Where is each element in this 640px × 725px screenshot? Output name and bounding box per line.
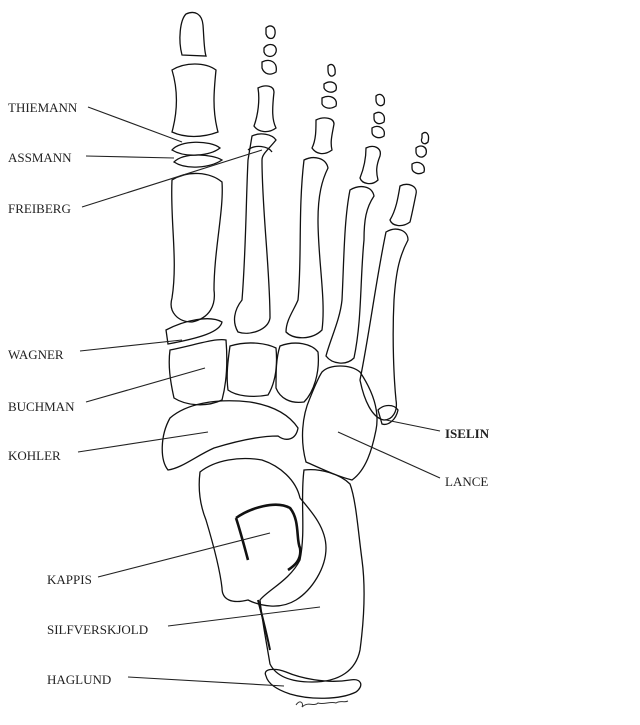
- sesamoid-1: [171, 141, 222, 156]
- haglund-posterior-calcaneus: [264, 668, 362, 699]
- third-metatarsal: [285, 157, 329, 339]
- medial-cuneiform-distal: [165, 318, 223, 345]
- fifth-toe-phalanges: [389, 131, 430, 227]
- label-lance: LANCE: [445, 474, 488, 489]
- labels: THIEMANN ASSMANN FREIBERG WAGNER BUCHMAN…: [8, 100, 490, 687]
- label-assmann: ASSMANN: [8, 150, 72, 165]
- os-trigonum-kappis: [234, 503, 302, 572]
- iselin-apophysis: [377, 404, 399, 426]
- bones: [161, 11, 430, 708]
- label-freiberg: FREIBERG: [8, 201, 71, 216]
- hallux-proximal-phalanx: [171, 63, 219, 138]
- calcaneal-ridge: [257, 599, 271, 651]
- navicular: [161, 400, 299, 471]
- third-toe-phalanges: [311, 63, 337, 155]
- calcaneus: [259, 468, 365, 683]
- fifth-metatarsal: [359, 228, 409, 421]
- label-buchman: BUCHMAN: [8, 399, 75, 414]
- freiberg-head: [247, 145, 273, 153]
- hallux-distal-phalanx: [179, 11, 207, 57]
- talus: [198, 457, 327, 607]
- second-toe-phalanges: [253, 25, 277, 133]
- signature: [295, 700, 349, 708]
- label-thiemann: THIEMANN: [8, 100, 78, 115]
- label-iselin: ISELIN: [445, 426, 490, 441]
- leader-lines: [77, 106, 441, 687]
- cuboid: [301, 365, 378, 481]
- fourth-toe-phalanges: [359, 93, 386, 185]
- label-wagner: WAGNER: [8, 347, 64, 362]
- lateral-cuneiform: [275, 342, 320, 404]
- first-metatarsal: [170, 172, 223, 323]
- label-silfverskjold: SILFVERSKJOLD: [47, 622, 148, 637]
- label-haglund: HAGLUND: [47, 672, 111, 687]
- medial-cuneiform: [168, 339, 228, 406]
- fourth-metatarsal: [325, 185, 375, 364]
- sesamoid-2: [172, 154, 224, 168]
- second-metatarsal: [233, 133, 277, 334]
- intermediate-cuneiform: [226, 342, 278, 397]
- label-kohler: KOHLER: [8, 448, 61, 463]
- label-kappis: KAPPIS: [47, 572, 92, 587]
